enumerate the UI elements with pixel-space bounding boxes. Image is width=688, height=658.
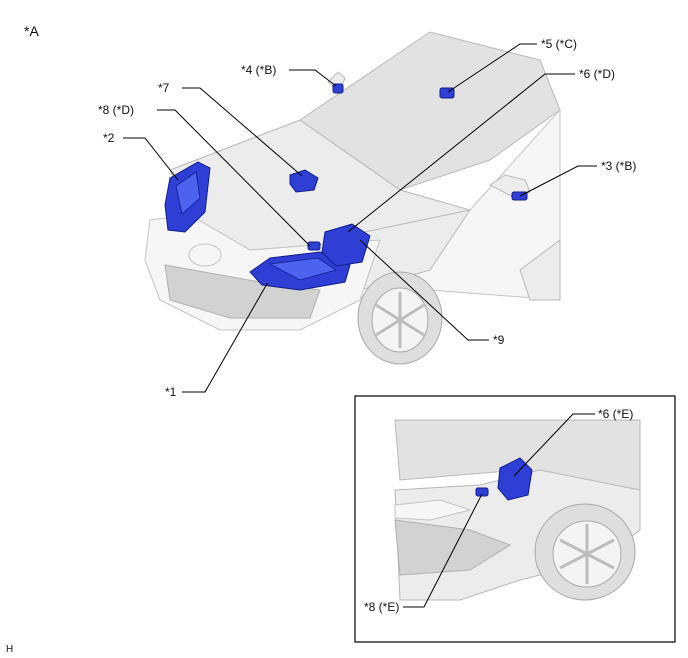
inset-callout-6: *6 (*E) [598, 407, 633, 421]
inset-callout-8: *8 (*E) [364, 600, 399, 614]
part-7 [289, 169, 319, 193]
callout-7: *7 [158, 81, 170, 95]
part-9 [321, 223, 371, 267]
corner-mark: H [6, 644, 13, 655]
inset-part-6 [497, 457, 533, 501]
part-8 [307, 241, 321, 251]
view-label: *A [24, 23, 39, 39]
callout-5: *5 (*C) [541, 37, 577, 51]
callout-2: *2 [103, 131, 115, 145]
inset-part-8 [475, 487, 489, 497]
inset-view: *6 (*E) *8 (*E) [354, 395, 676, 643]
callout-3: *3 (*B) [601, 159, 636, 173]
highlighted-parts [164, 83, 528, 291]
callout-6: *6 (*D) [579, 67, 615, 81]
callout-9: *9 [493, 333, 505, 347]
part-4 [332, 83, 344, 94]
callout-labels: *A *4 (*B) *5 (*C) *6 (*D) *7 *8 (*D) *2… [24, 23, 636, 399]
callout-8: *8 (*D) [98, 103, 134, 117]
callout-4: *4 (*B) [241, 63, 276, 77]
car-illustration [144, 31, 561, 365]
callout-1: *1 [165, 385, 177, 399]
leader-lines [123, 43, 597, 393]
